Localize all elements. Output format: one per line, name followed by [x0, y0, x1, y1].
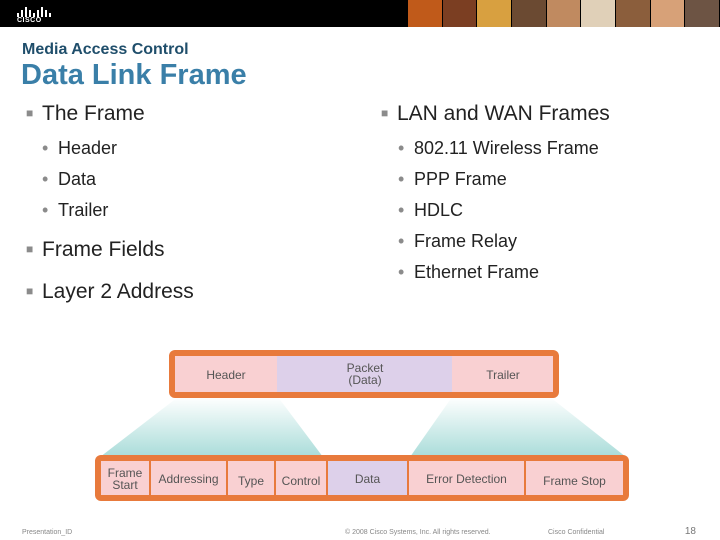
- sub-bullet-hdlc: • HDLC: [398, 200, 463, 221]
- sub-bullet-80211: • 802.11 Wireless Frame: [398, 138, 599, 159]
- sub-bullet-frame-relay: • Frame Relay: [398, 231, 517, 252]
- square-bullet-icon: ■: [26, 106, 34, 120]
- field-control: [276, 461, 326, 495]
- frame-stop-label: Frame Stop: [543, 474, 606, 488]
- sub-bullet-trailer: • Trailer: [42, 200, 108, 221]
- square-bullet-icon: ■: [26, 284, 34, 298]
- frame-diagram: Header Packet (Data) Trailer Frame Start…: [0, 345, 720, 505]
- frame-start-label: Frame: [107, 466, 143, 480]
- dot-bullet-icon: •: [398, 262, 405, 282]
- bullet-label: LAN and WAN Frames: [397, 102, 610, 125]
- sub-bullet-label: 802.11 Wireless Frame: [414, 138, 599, 158]
- packet-sublabel: (Data): [348, 373, 382, 387]
- square-bullet-icon: ■: [26, 242, 34, 256]
- footer-confidential: Cisco Confidential: [548, 529, 605, 536]
- cisco-bridge-icon: [17, 7, 51, 17]
- sub-bullet-label: Ethernet Frame: [414, 262, 540, 282]
- dot-bullet-icon: •: [42, 200, 49, 220]
- sub-bullet-data: • Data: [42, 169, 96, 190]
- frame-start-sublabel: Start: [112, 478, 138, 492]
- sub-bullet-label: Header: [58, 138, 118, 158]
- sub-bullet-label: Trailer: [58, 200, 109, 220]
- dot-bullet-icon: •: [42, 169, 49, 189]
- field-addressing: [151, 461, 226, 495]
- bullet-the-frame: ■ The Frame: [26, 102, 145, 126]
- footer-presentation-id: Presentation_ID: [22, 529, 73, 536]
- sub-bullet-label: Frame Relay: [414, 231, 518, 251]
- field-type: [228, 461, 274, 495]
- sub-bullet-ethernet: • Ethernet Frame: [398, 262, 539, 283]
- control-label: Control: [281, 474, 321, 488]
- field-error-detection: [409, 461, 524, 495]
- sub-bullet-label: Data: [58, 169, 97, 189]
- expand-right-shape: [410, 397, 626, 457]
- slide-title: Data Link Frame: [21, 59, 247, 91]
- sub-bullet-ppp: • PPP Frame: [398, 169, 507, 190]
- trailer-segment: [452, 356, 553, 392]
- sub-bullet-label: PPP Frame: [414, 169, 507, 189]
- trailer-label: Trailer: [486, 368, 520, 382]
- dot-bullet-icon: •: [398, 231, 405, 251]
- bullet-layer2-address: ■ Layer 2 Address: [26, 280, 194, 304]
- data-label: Data: [354, 472, 381, 486]
- dot-bullet-icon: •: [398, 200, 405, 220]
- field-frame-stop: [526, 461, 623, 495]
- bullet-label: Frame Fields: [42, 238, 165, 261]
- top-banner: CISCO: [0, 0, 720, 27]
- expand-left-shape: [100, 397, 323, 457]
- slide-subtitle: Media Access Control: [22, 41, 189, 58]
- bullet-label: Layer 2 Address: [42, 280, 194, 303]
- header-segment: [175, 356, 277, 392]
- logo-text: CISCO: [17, 17, 42, 24]
- packet-label: Packet: [346, 361, 384, 375]
- sub-bullet-header: • Header: [42, 138, 117, 159]
- addressing-label: Addressing: [158, 472, 219, 486]
- page-number: 18: [684, 526, 696, 537]
- header-photo-strip: [408, 0, 720, 27]
- bullet-lan-wan-frames: ■ LAN and WAN Frames: [381, 102, 610, 126]
- field-data: [328, 461, 407, 495]
- bullet-label: The Frame: [42, 102, 145, 125]
- type-label: Type: [237, 474, 264, 488]
- bullet-frame-fields: ■ Frame Fields: [26, 238, 165, 262]
- dot-bullet-icon: •: [398, 138, 405, 158]
- dot-bullet-icon: •: [398, 169, 405, 189]
- header-label: Header: [206, 368, 246, 382]
- footer-copyright: © 2008 Cisco Systems, Inc. All rights re…: [345, 529, 491, 536]
- square-bullet-icon: ■: [381, 106, 389, 120]
- cisco-logo: CISCO: [8, 3, 51, 25]
- packet-segment: [277, 356, 452, 392]
- dot-bullet-icon: •: [42, 138, 49, 158]
- field-frame-start: [101, 461, 149, 495]
- sub-bullet-label: HDLC: [414, 200, 464, 220]
- error-detection-label: Error Detection: [426, 472, 507, 486]
- frame-diagram-shapes: [95, 350, 629, 501]
